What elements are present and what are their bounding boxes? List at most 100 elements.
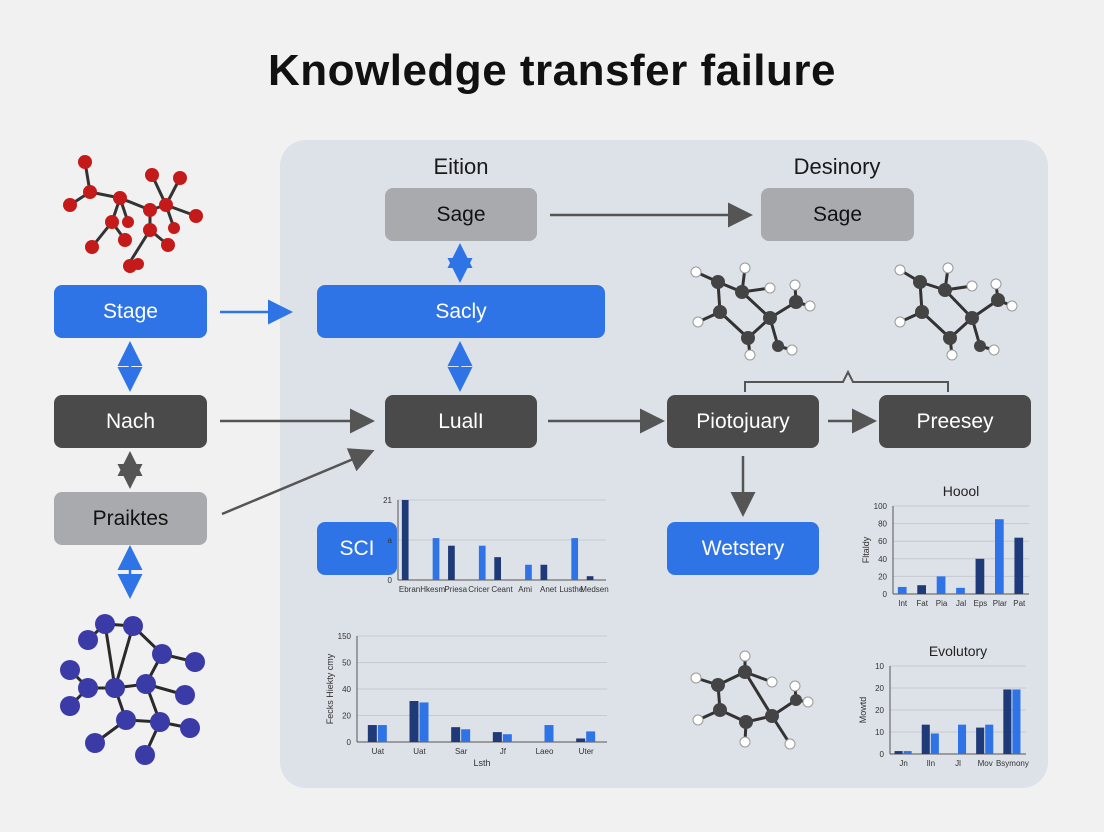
- y-axis-label: Fltaldy: [861, 536, 871, 563]
- chart-title: Hoool: [943, 483, 980, 499]
- bar: [502, 734, 512, 742]
- x-tick-label: Pat: [1013, 599, 1026, 608]
- bar: [571, 538, 579, 580]
- bar: [1012, 689, 1021, 754]
- sage-right-label: Sage: [812, 202, 863, 226]
- wetstery-label: Wetstery: [701, 536, 785, 560]
- y-axis-label: Mowtd: [858, 697, 868, 724]
- x-tick-label: Jal: [956, 599, 966, 608]
- bar: [377, 725, 387, 742]
- arrow-praiktes-to-lual: [221, 448, 375, 516]
- x-tick-label: Priesa: [444, 585, 467, 594]
- x-tick-label: Jf: [500, 747, 507, 756]
- x-tick-label: Plar: [993, 599, 1008, 608]
- praiktes-label: Praiktes: [92, 506, 169, 530]
- y-tick-label: 0: [347, 738, 352, 747]
- bar: [451, 727, 461, 742]
- x-tick-label: Hkesm: [420, 585, 445, 594]
- column-heading-right: Desinory: [793, 154, 881, 179]
- sage-right-button[interactable]: Sage: [761, 188, 914, 241]
- x-tick-label: Uat: [372, 747, 385, 756]
- gray-molecule-illustration-2: [894, 262, 1018, 361]
- y-tick-label: 10: [875, 662, 884, 671]
- x-tick-label: Medsen: [580, 585, 608, 594]
- bar: [586, 576, 594, 580]
- y-tick-label: 20: [875, 684, 884, 693]
- nach-label: Nach: [105, 409, 156, 433]
- piotojuary-button[interactable]: Piotojuary: [667, 395, 819, 448]
- lual-label: LualI: [438, 409, 484, 433]
- bracket: [744, 369, 949, 392]
- bar: [985, 724, 994, 754]
- gray-molecule-illustration-1: [690, 262, 816, 361]
- x-tick-label: Jn: [899, 759, 907, 768]
- y-tick-label: 0: [388, 576, 393, 585]
- y-tick-label: 150: [338, 632, 352, 641]
- bar: [958, 724, 967, 754]
- main-panel: [280, 140, 1048, 788]
- bar: [401, 500, 409, 580]
- bar: [894, 751, 903, 754]
- page-title: Knowledge transfer failure: [267, 46, 836, 95]
- wetstery-button[interactable]: Wetstery: [667, 522, 819, 575]
- y-tick-label: 100: [874, 502, 888, 511]
- sage-left-button[interactable]: Sage: [385, 188, 537, 241]
- bar: [419, 702, 429, 742]
- lual-button[interactable]: LualI: [385, 395, 537, 448]
- y-tick-label: 0: [880, 750, 885, 759]
- x-tick-label: Uter: [579, 747, 594, 756]
- bar: [478, 545, 486, 580]
- bar: [409, 701, 419, 742]
- x-tick-label: Uat: [413, 747, 426, 756]
- column-heading-left: Eition: [433, 154, 489, 179]
- preesey-label: Preesey: [916, 409, 994, 433]
- sage-left-label: Sage: [436, 202, 486, 226]
- x-tick-label: Int: [898, 599, 908, 608]
- x-tick-label: Ami: [518, 585, 532, 594]
- x-tick-label: Ceant: [491, 585, 513, 594]
- bar: [448, 545, 455, 580]
- bar: [897, 586, 907, 594]
- bar: [976, 727, 985, 754]
- bar: [461, 729, 471, 742]
- y-tick-label: 60: [878, 537, 887, 546]
- stage-button[interactable]: Stage: [54, 285, 207, 338]
- bar: [930, 733, 939, 754]
- y-tick-label: 21: [383, 496, 392, 505]
- sci-button[interactable]: SCI: [317, 522, 397, 575]
- preesey-button[interactable]: Preesey: [879, 395, 1031, 448]
- bar: [956, 587, 965, 594]
- y-tick-label: 20: [878, 572, 887, 581]
- bar: [586, 731, 596, 742]
- x-tick-label: Ebran: [399, 585, 420, 594]
- x-tick-label: Fat: [916, 599, 928, 608]
- bar: [540, 564, 548, 580]
- bar: [494, 557, 501, 580]
- y-tick-label: 80: [878, 520, 887, 529]
- praiktes-button[interactable]: Praiktes: [54, 492, 207, 545]
- nach-button[interactable]: Nach: [54, 395, 207, 448]
- bar: [975, 558, 985, 594]
- bar: [903, 751, 912, 754]
- x-tick-label: Bsymony: [996, 759, 1029, 768]
- x-tick-label: Iln: [927, 759, 935, 768]
- sacly-button[interactable]: Sacly: [317, 285, 605, 338]
- gray-molecule-illustration-3: [690, 650, 814, 750]
- x-tick-label: Sar: [455, 747, 468, 756]
- y-tick-label: 0: [883, 590, 888, 599]
- bar: [921, 724, 930, 754]
- bar: [917, 585, 926, 594]
- bar: [492, 732, 502, 742]
- y-tick-label: 20: [875, 706, 884, 715]
- x-tick-label: Pia: [936, 599, 948, 608]
- bar: [525, 564, 532, 580]
- purple-molecule-illustration: [60, 614, 205, 765]
- sci-label: SCI: [339, 536, 375, 560]
- x-tick-label: Lusthe: [559, 585, 584, 594]
- bar: [576, 738, 586, 742]
- y-tick-label: 50: [342, 659, 351, 668]
